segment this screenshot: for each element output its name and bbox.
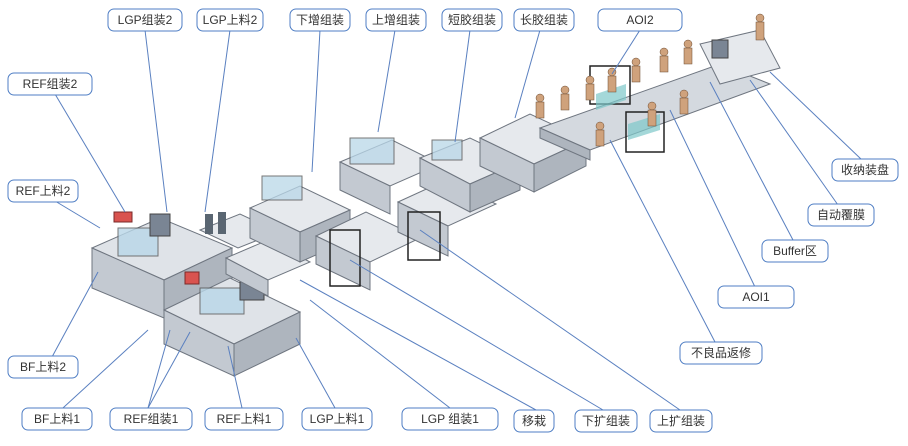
callout-upper-brightness-assembly: 上增组装: [365, 8, 427, 32]
label-ref-loading-1: REF上料1: [217, 412, 272, 426]
callout-ref-assembly-2: REF组装2: [7, 72, 93, 96]
callout-aoi-2: AOI2: [597, 8, 683, 32]
callout-auto-film: 自动覆膜: [807, 203, 875, 227]
label-lgp-loading-1: LGP上料1: [310, 412, 365, 426]
callout-lower-diffuser-assembly: 下扩组装: [574, 409, 638, 433]
machine-aoi-conveyor: [538, 29, 781, 161]
label-auto-film: 自动覆膜: [817, 208, 865, 222]
label-lgp-loading-2: LGP上料2: [203, 13, 258, 27]
label-defect-rework: 不良品返修: [691, 345, 751, 360]
label-bf-loading-2: BF上料2: [20, 360, 66, 374]
callout-storage-tray: 收纳装盘: [831, 158, 899, 182]
label-upper-diffuser-assembly: 上扩组装: [657, 414, 705, 428]
operators: [535, 13, 765, 147]
callout-lgp-assembly-2: LGP组装2: [107, 8, 183, 32]
callout-bf-loading-2: BF上料2: [7, 355, 79, 379]
label-aoi-1: AOI1: [742, 290, 770, 304]
label-ref-assembly-2: REF组装2: [23, 77, 78, 91]
callout-buffer-zone: Buffer区: [761, 239, 829, 263]
label-lgp-assembly-2: LGP组装2: [118, 13, 173, 27]
callout-ref-loading-1: REF上料1: [204, 407, 284, 431]
label-ref-loading-2: REF上料2: [16, 184, 71, 198]
callout-transfer-cut: 移栽: [513, 409, 555, 433]
callout-long-tape-assembly: 长胶组装: [513, 8, 575, 32]
callout-aoi-1: AOI1: [717, 285, 795, 309]
label-bf-loading-1: BF上料1: [34, 412, 80, 426]
callout-lgp-assembly-1: LGP 组装1: [401, 407, 499, 431]
label-lower-brightness-assembly: 下增组装: [296, 13, 344, 27]
callout-lower-brightness-assembly: 下增组装: [289, 8, 351, 32]
label-storage-tray: 收纳装盘: [841, 162, 889, 177]
label-aoi-2: AOI2: [626, 13, 654, 27]
label-ref-assembly-1: REF组装1: [124, 412, 179, 426]
label-upper-brightness-assembly: 上增组装: [372, 13, 420, 27]
callout-lgp-loading-1: LGP上料1: [301, 407, 373, 431]
machine-middle-stations: [248, 137, 498, 291]
callout-ref-assembly-1: REF组装1: [109, 407, 193, 431]
callout-upper-diffuser-assembly: 上扩组装: [649, 409, 713, 433]
label-long-tape-assembly: 长胶组装: [520, 12, 568, 27]
callout-lgp-loading-2: LGP上料2: [196, 8, 264, 32]
leader-lines: [51, 29, 863, 419]
label-transfer-cut: 移栽: [522, 414, 546, 428]
label-short-tape-assembly: 短胶组装: [448, 12, 496, 27]
callout-defect-rework: 不良品返修: [679, 341, 763, 365]
callout-labels: LGP组装2 LGP上料2 下增组装 上增组装 短胶组装 长胶组装 AOI2: [7, 8, 899, 433]
assembly-line-machines: [90, 13, 781, 377]
callout-bf-loading-1: BF上料1: [21, 407, 93, 431]
label-lower-diffuser-assembly: 下扩组装: [582, 414, 630, 428]
label-lgp-assembly-1: LGP 组装1: [421, 412, 479, 426]
machine-bf-ref-station-1: [162, 271, 302, 377]
callout-short-tape-assembly: 短胶组装: [441, 8, 503, 32]
callout-ref-loading-2: REF上料2: [7, 179, 79, 203]
label-buffer-zone: Buffer区: [773, 244, 817, 258]
